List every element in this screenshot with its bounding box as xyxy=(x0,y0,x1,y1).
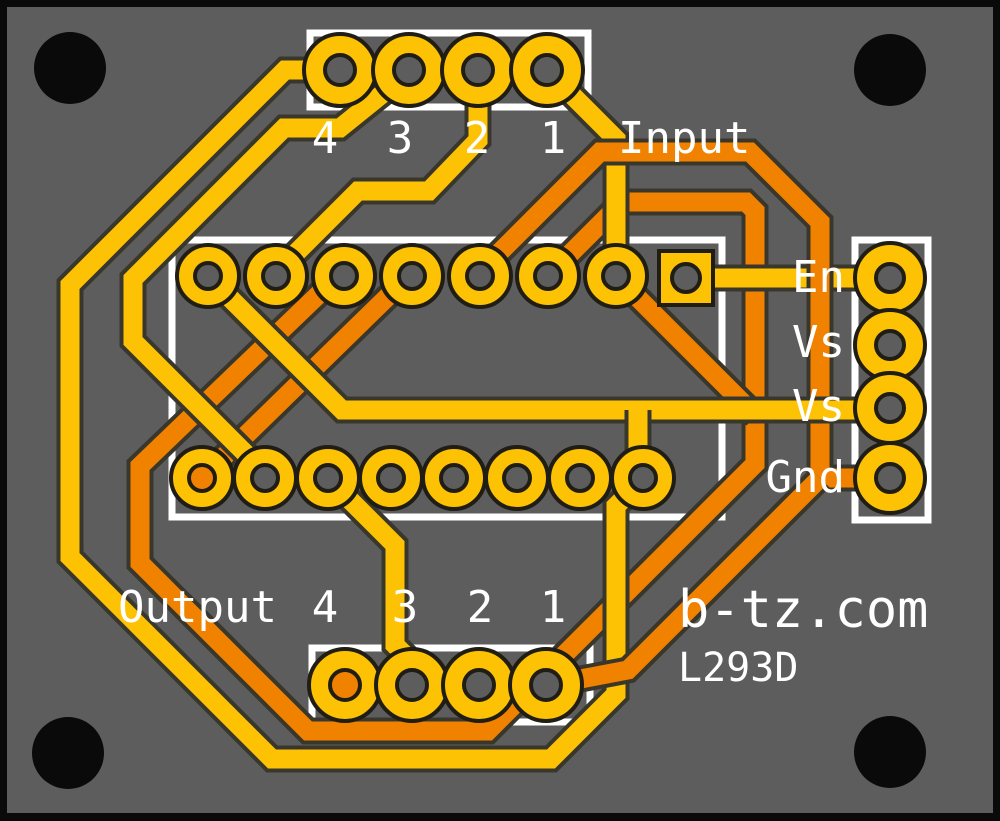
output-pad-3-hole xyxy=(395,668,429,702)
output-pad-1-hole xyxy=(529,668,563,702)
ic-bottom-pad-7-hole xyxy=(565,463,595,493)
input-pad-4-hole xyxy=(323,53,357,87)
ic-top-pad-1-hole xyxy=(193,261,223,291)
input-pin-label-2: 2 xyxy=(464,113,491,164)
output-pin-label-3: 3 xyxy=(392,582,419,633)
power-pin-label-vs1: Vs xyxy=(792,317,845,368)
ic-top-pad-7-hole xyxy=(601,261,631,291)
mounting-hole-4 xyxy=(854,716,926,788)
mounting-hole-2 xyxy=(854,34,926,106)
ic-bottom-pad-5-hole xyxy=(439,463,469,493)
ic-top-pad-6-hole xyxy=(533,261,563,291)
output-pin-label-2: 2 xyxy=(467,582,494,633)
ic-top-pad-4-hole xyxy=(397,261,427,291)
output-pad-2-hole xyxy=(462,668,496,702)
trace-vs-bus xyxy=(201,269,890,420)
power-pin-label-vs2: Vs xyxy=(792,381,845,432)
silkscreen-labels: 4 3 2 1 Input En Vs Vs Gnd Output 4 3 2 … xyxy=(118,113,928,691)
trace-input3 xyxy=(123,62,418,482)
copper-traces xyxy=(56,56,901,773)
power-pin-label-en: En xyxy=(792,252,845,303)
ic-bottom-pad-3-hole xyxy=(313,463,343,493)
output-header-label: Output xyxy=(118,582,277,633)
component-pads xyxy=(169,32,927,723)
ic-bottom-pad-8-hole xyxy=(628,463,658,493)
power-pad-en-hole xyxy=(874,262,906,294)
ic-bottom-pad-1-hole xyxy=(187,463,217,493)
ic-top-pad-5-hole xyxy=(465,261,495,291)
ic-bottom-pad-6-hole xyxy=(502,463,532,493)
ic-name-text: L293D xyxy=(678,645,798,691)
power-pad-vs2-hole xyxy=(874,392,906,424)
ic-top-pad-8-square xyxy=(657,249,715,307)
trace-input2 xyxy=(270,70,488,279)
input-pin-label-4: 4 xyxy=(312,113,339,164)
input-pin-label-3: 3 xyxy=(387,113,414,164)
input-pad-3-hole xyxy=(392,53,426,87)
output-pin-label-4: 4 xyxy=(312,582,339,633)
input-pad-2-hole xyxy=(461,53,495,87)
output-pad-4-hole xyxy=(328,668,362,702)
power-pad-gnd-hole xyxy=(874,462,906,494)
ic-top-pad-8-hole xyxy=(670,262,702,294)
trace-gnd xyxy=(473,142,888,488)
power-pad-vs-hole xyxy=(874,329,906,361)
power-header-outline xyxy=(851,236,932,524)
power-pin-label-gnd: Gnd xyxy=(766,452,845,503)
ic-bottom-pad-4-hole xyxy=(376,463,406,493)
trace-outer-loop xyxy=(60,60,650,769)
input-pin-label-1: 1 xyxy=(540,113,567,164)
ic-top-pad-3-hole xyxy=(329,261,359,291)
brand-text: b-tz.com xyxy=(678,580,928,640)
mounting-holes xyxy=(32,32,926,789)
ic-bottom-pad-2-hole xyxy=(250,463,280,493)
ic-top-pad-2-hole xyxy=(261,261,291,291)
input-header-label: Input xyxy=(618,113,750,164)
input-pad-1-hole xyxy=(530,53,564,87)
mounting-hole-3 xyxy=(32,717,104,789)
output-pin-label-1: 1 xyxy=(540,582,567,633)
mounting-hole-1 xyxy=(34,32,106,104)
